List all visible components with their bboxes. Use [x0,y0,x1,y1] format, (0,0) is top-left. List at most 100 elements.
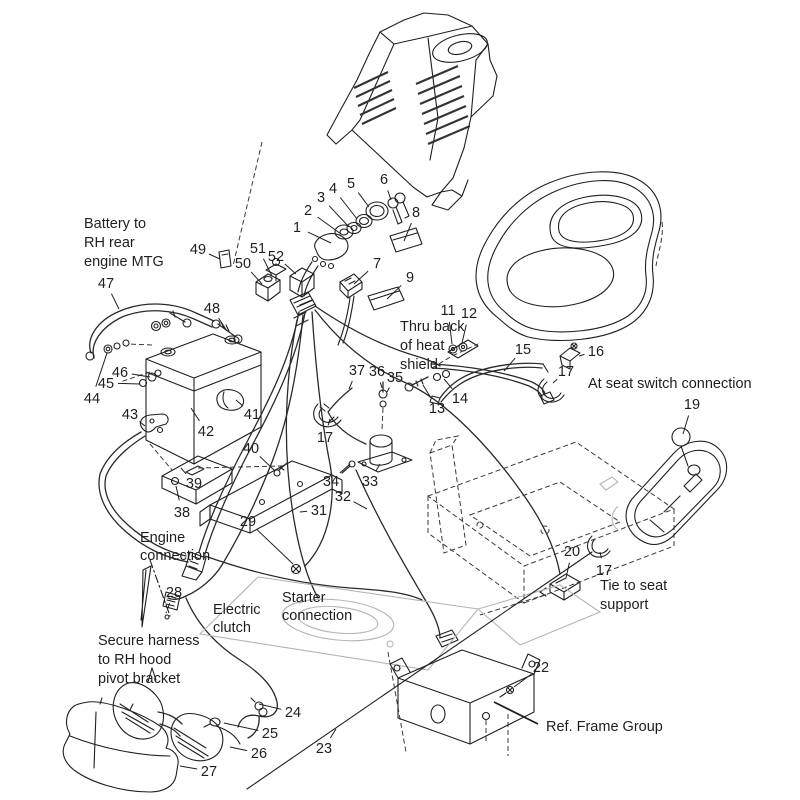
connector-20 [539,573,581,601]
screw-34 [341,460,356,474]
callout-29: 29 [240,514,294,565]
console-vent-slats-line [359,98,395,116]
leader-line [339,197,358,220]
frame-dashed-line [476,521,484,529]
heat-shield-note-line-1: Thru back [400,319,465,335]
frame-dashed-line [426,441,676,567]
battery-cable-47 [85,303,221,361]
battery-terminal [224,335,240,345]
callout-41: 41 [235,399,260,423]
callout-number-31: 31 [311,503,327,519]
grille-26-line [119,703,155,734]
ball-19 [671,427,691,447]
wiring-harness-line [314,305,441,367]
leader-line [493,701,539,725]
ignition-switch-group [297,192,423,346]
headlight-socket-24-line [258,707,268,717]
heat-shield-note-line-3: shield [400,357,438,373]
steering-wheel-hint [432,33,488,63]
bumper-27-line [62,701,179,793]
callout-number-36: 36 [369,364,385,380]
battery-bolt-48-line [182,318,192,328]
wiring-harness-line [204,312,306,555]
leader-line [513,673,532,688]
callout-22: 22 [513,660,549,688]
boot-41 [216,389,245,411]
callout-number-17-tie-seat: 17 [596,563,612,579]
screw-40-line [280,467,285,471]
battery-washers-line [154,369,162,377]
clamp-43-line [149,418,155,424]
ignition-switch-group-line [358,216,370,226]
cable-tie-28-line [149,559,171,617]
j-clip-17-seat-line [541,381,562,399]
clamp-43-line [156,426,164,434]
callout-number-19: 19 [684,397,700,413]
callout-38: 38 [174,485,190,521]
callout-number-25: 25 [262,726,278,742]
battery-note-line-2: RH rear [84,235,135,251]
ref-frame-note: Ref. Frame Group [493,701,663,735]
wiring-harness [162,305,581,739]
seat-cushion [506,247,615,308]
callout-number-45: 45 [98,376,114,392]
battery-washers-line [113,342,121,350]
leader-line [117,382,141,385]
callout-number-34: 34 [323,474,339,490]
secure-note-line-2: to RH hood [98,652,171,668]
battery-bolt-48-line [169,312,186,323]
headlight-harness-line [185,597,278,728]
leader-line [95,352,108,387]
battery-group-line [228,337,236,343]
solenoid-group-line [361,461,367,467]
switch-50-line [255,273,281,302]
console-vent-slats-line [425,115,469,135]
headlight-socket-24-line [250,697,256,703]
keys-line [387,197,399,209]
leader-line [179,765,198,770]
frame-bracket-line [397,649,535,745]
callout-31: 31 [299,503,327,519]
seat-bracket-19-line [625,440,728,545]
solenoid-group-line [401,457,407,463]
callout-9: 9 [386,270,414,300]
callout-number-24: 24 [285,705,301,721]
frame-bracket-line [393,664,401,672]
footplate-line [281,598,395,642]
callout-26: 26 [229,746,267,762]
leader-line [422,384,432,398]
callout-5: 5 [347,176,370,208]
label-plate-8 [389,227,423,253]
leader-line [353,501,368,510]
headlight-harness [185,597,278,739]
leader-line [110,293,120,310]
callout-27: 27 [179,764,217,780]
callout-17-seat-switch: 17 [552,364,574,384]
switch-50-line [263,275,273,283]
seat-switch-clips-line [433,367,543,398]
callout-23: 23 [316,728,337,757]
brackets-group [98,413,343,563]
battery-bolt-48-line [172,310,176,318]
screw-lower [481,711,491,742]
boot-41-line [222,391,229,409]
frame-bracket-line [430,704,446,724]
solenoid-group-line [357,451,413,473]
callout-51: 51 [250,241,273,277]
clutch-connector-line [167,595,187,600]
callout-number-13: 13 [429,401,445,417]
callout-number-2: 2 [304,203,312,219]
battery-cable-47-line [89,303,215,354]
channel-bracket-line [296,480,304,488]
heat-shield-group-line [450,346,456,352]
leader-line [552,378,558,384]
j-clip-17-tie-line [591,538,609,554]
connector-7-line [339,273,363,299]
battery [145,333,262,465]
bumper-27 [62,697,179,793]
leader-line [565,562,570,579]
seat-bracket-19-line [649,473,703,533]
channel-bracket [199,460,343,534]
leader-line [208,253,221,260]
